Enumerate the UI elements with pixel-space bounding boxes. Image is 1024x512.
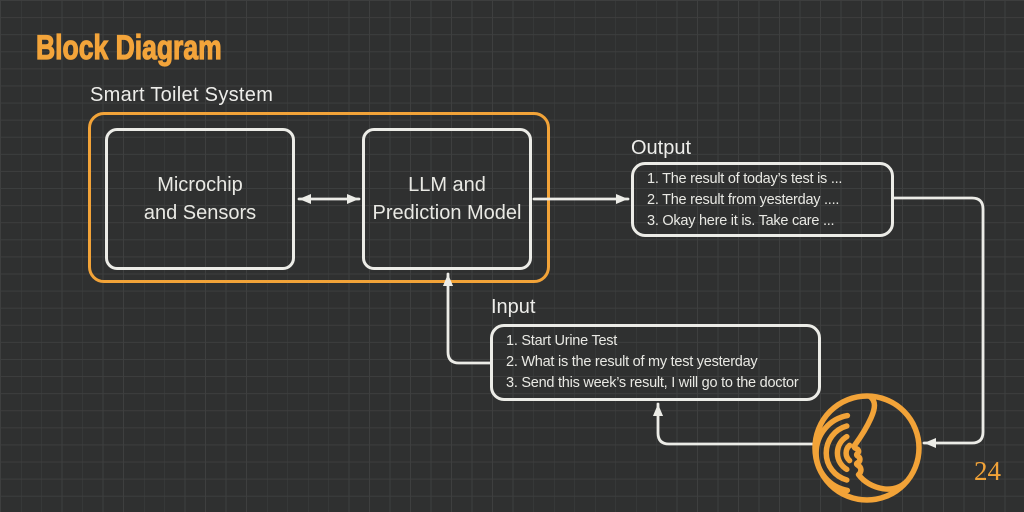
voice-icon-sound-arc-3 <box>823 423 850 483</box>
input-box: 1. Start Urine Test 2. What is the resul… <box>490 324 821 401</box>
page-title: Block Diagram <box>36 28 223 67</box>
connector-voice-to-input-arrow <box>652 402 815 446</box>
system-container-label: Smart Toilet System <box>90 84 274 106</box>
output-box: 1. The result of today’s test is ... 2. … <box>631 162 894 237</box>
output-item-1: 1. The result of today’s test is ... <box>647 171 843 187</box>
smart-toilet-system-container <box>88 112 550 283</box>
node-llm-label-line2: Prediction Model <box>372 202 522 224</box>
voice-icon-sound-arc-1 <box>843 442 853 464</box>
output-item-2: 2. The result from yesterday .... <box>647 192 840 208</box>
voice-speaking-icon <box>812 393 922 503</box>
node-llm-and-prediction-model: LLM and Prediction Model <box>362 128 532 270</box>
input-item-3: 3. Send this week’s result, I will go to… <box>506 375 799 391</box>
input-item-1: 1. Start Urine Test <box>506 333 618 349</box>
input-item-2: 2. What is the result of my test yesterd… <box>506 354 758 370</box>
voice-icon-face-profile <box>851 393 910 492</box>
voice-icon-sound-arc-4 <box>813 412 851 494</box>
node-microchip-label-line1: Microchip <box>157 173 243 196</box>
connector-input-to-llm-arrow <box>442 272 492 365</box>
output-label: Output <box>631 137 692 159</box>
voice-icon-sound-arc-2 <box>834 433 850 473</box>
node-microchip-and-sensors: Microchip and Sensors <box>105 128 295 270</box>
output-item-3: 3. Okay here it is. Take care ... <box>647 213 835 229</box>
node-microchip-label-line2: and Sensors <box>143 202 257 224</box>
page-number: 24 <box>974 456 1001 486</box>
node-llm-label-line1: LLM and <box>408 173 486 196</box>
input-label: Input <box>491 296 536 318</box>
